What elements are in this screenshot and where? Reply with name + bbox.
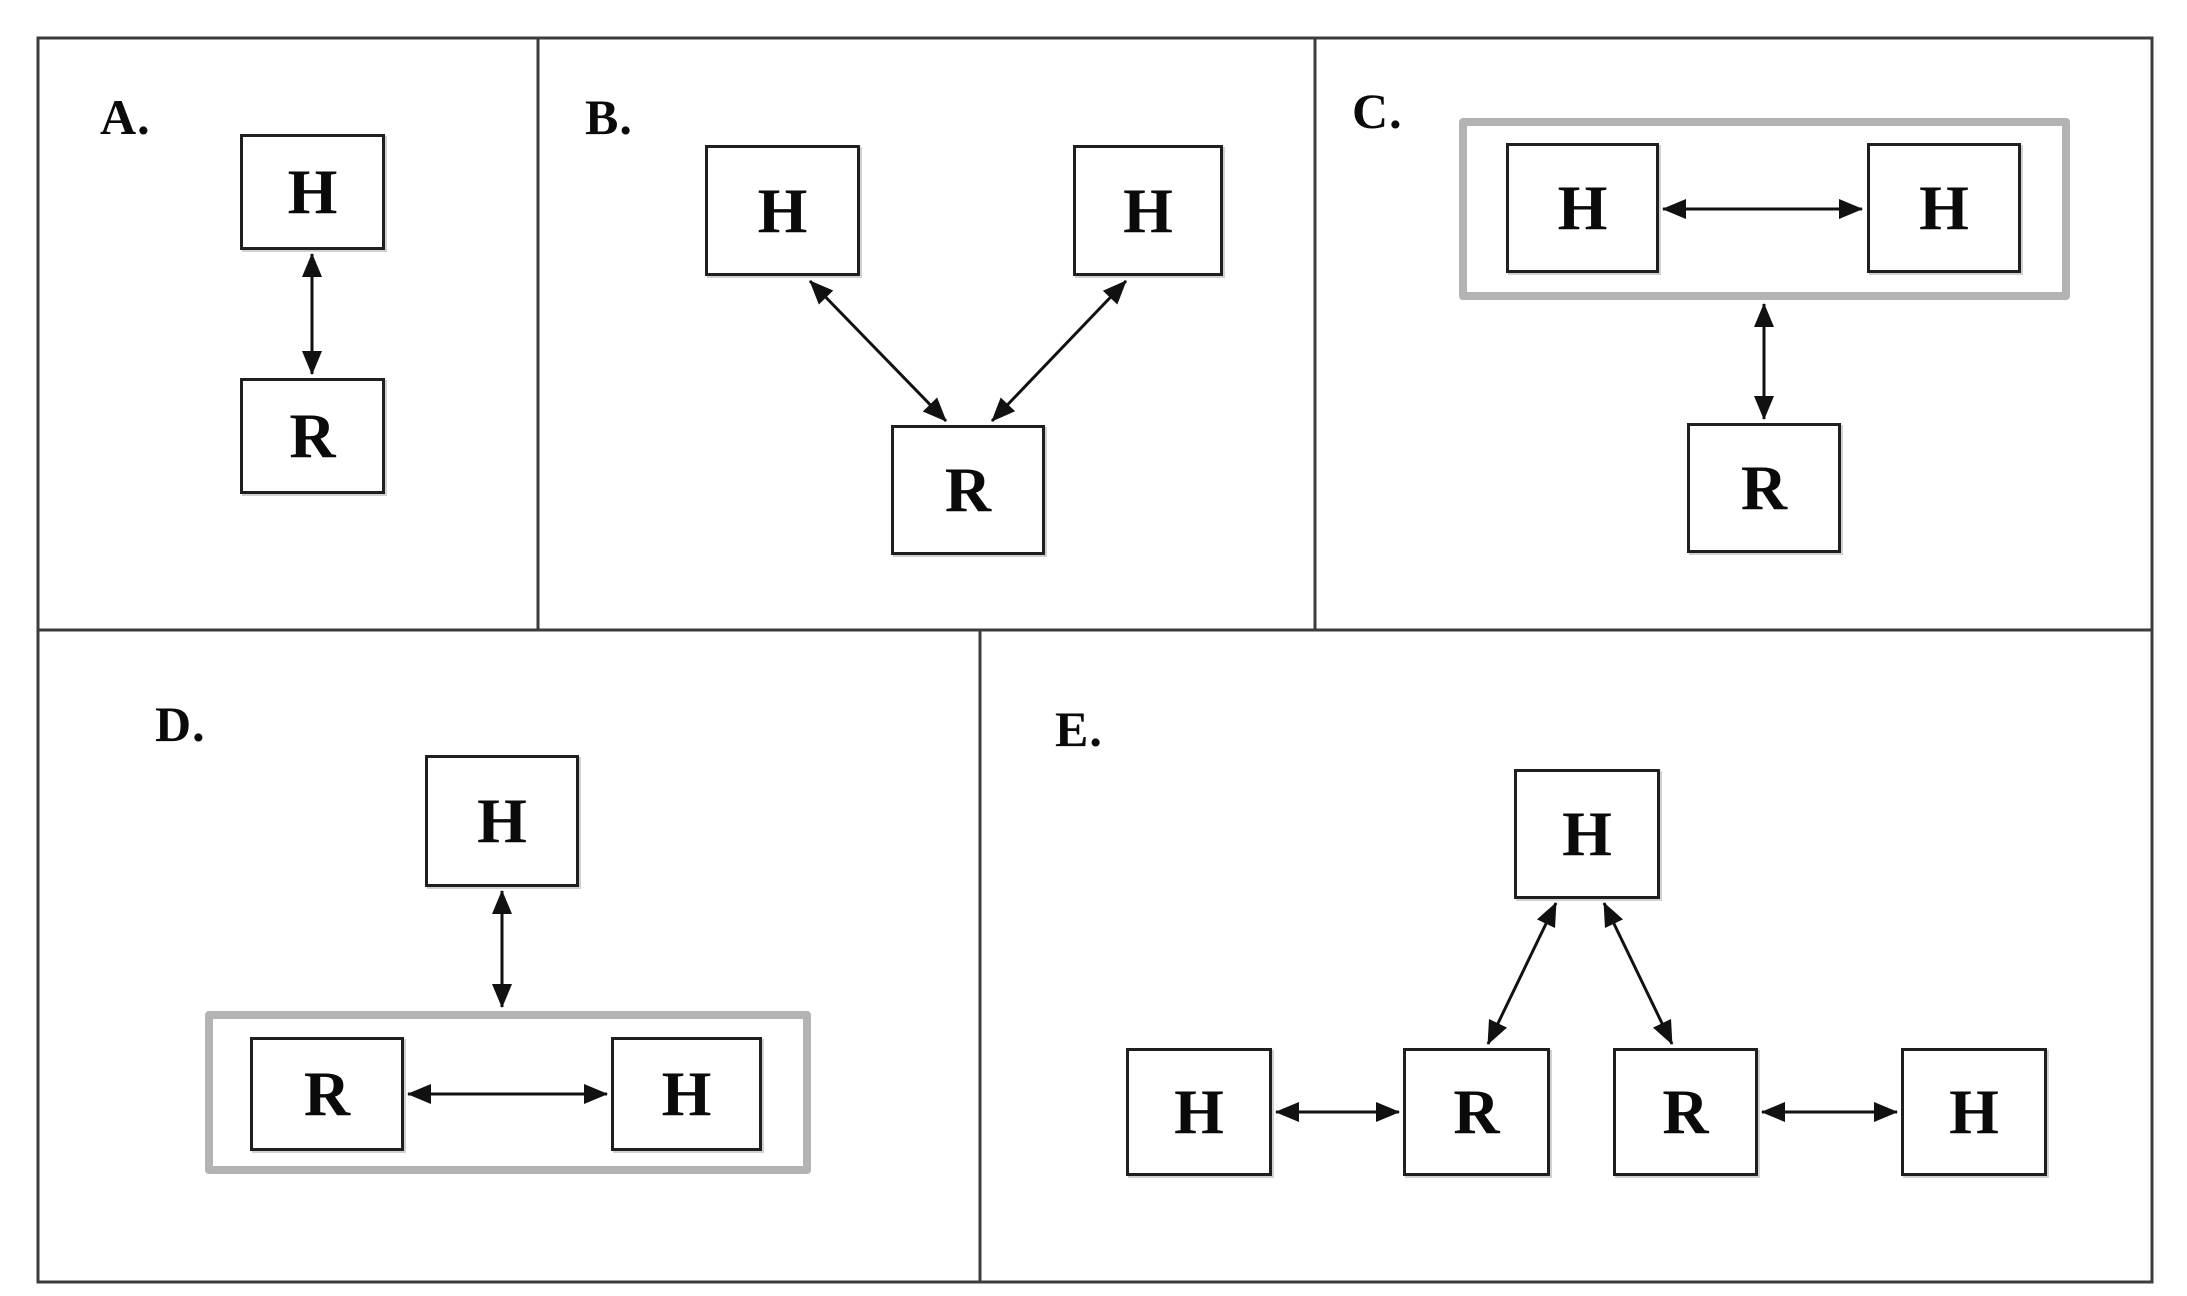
panel-d-label: D. — [155, 696, 206, 752]
node-box-h: H — [1901, 1048, 2047, 1176]
node-label: R — [1740, 452, 1788, 523]
node-label: R — [289, 400, 336, 471]
node-label: H — [477, 785, 527, 856]
node-label: H — [1562, 798, 1612, 869]
panel-e-label: E. — [1055, 701, 1103, 757]
panel-a-label: A. — [100, 89, 151, 145]
panel-c-label: C. — [1352, 83, 1403, 139]
node-box-h: H — [611, 1037, 762, 1151]
node-box-r: R — [1403, 1048, 1550, 1176]
arrow-b-hleft-r — [808, 279, 948, 423]
node-label: H — [1919, 172, 1969, 243]
node-label: R — [944, 454, 992, 525]
node-box-r: R — [1687, 423, 1841, 553]
node-box-h: H — [1126, 1048, 1272, 1176]
node-box-h: H — [1514, 769, 1660, 899]
panel-b-label: B. — [585, 89, 633, 145]
node-box-h: H — [1506, 143, 1659, 273]
arrow-e-htop-r1 — [1486, 902, 1558, 1045]
node-label: H — [661, 1058, 712, 1129]
node-box-r: R — [1613, 1048, 1758, 1176]
node-box-r: R — [891, 425, 1045, 555]
node-box-h: H — [425, 755, 579, 887]
arrow-b-hright-r — [990, 279, 1128, 423]
node-box-r: R — [250, 1037, 404, 1151]
node-box-r: R — [240, 378, 385, 494]
node-label: H — [1949, 1076, 1999, 1147]
node-label: H — [757, 174, 808, 246]
node-label: R — [1662, 1076, 1709, 1147]
node-box-h: H — [705, 145, 860, 276]
arrow-e-htop-r2 — [1602, 902, 1674, 1045]
node-label: H — [1123, 174, 1173, 246]
node-box-h: H — [1867, 143, 2021, 273]
node-box-h: H — [240, 134, 385, 250]
node-label: R — [1453, 1076, 1500, 1147]
node-label: H — [287, 156, 338, 227]
node-box-h: H — [1073, 145, 1223, 276]
node-label: H — [1174, 1076, 1224, 1147]
node-label: R — [303, 1058, 351, 1129]
node-label: H — [1557, 172, 1608, 243]
